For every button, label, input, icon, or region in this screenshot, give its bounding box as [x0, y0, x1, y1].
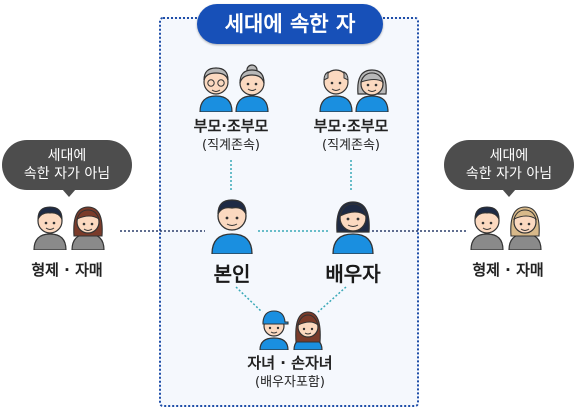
children-label: 자녀 · 손자녀	[247, 354, 333, 372]
badge-right-line2: 속한 자가 아님	[465, 166, 553, 182]
siblings-right-icon	[470, 206, 542, 250]
not-household-badge-right: 세대에 속한 자가 아님	[444, 140, 574, 190]
badge-right-line1: 세대에	[489, 148, 529, 164]
children-sublabel: (배우자포함)	[255, 375, 325, 390]
siblings-left-icon	[33, 206, 105, 250]
grandparents-right-icon	[319, 69, 389, 112]
parents-right-label: 부모·조부모	[313, 117, 389, 135]
spouse-person-icon	[332, 201, 374, 254]
badge-left-tail	[62, 189, 76, 197]
badge-left-line2: 속한 자가 아님	[23, 166, 111, 182]
badge-left-line1: 세대에	[47, 148, 87, 164]
spouse-label: 배우자	[325, 262, 381, 286]
badge-right-tail	[502, 189, 516, 197]
self-label: 본인	[213, 262, 251, 286]
not-household-badge-left: 세대에 속한 자가 아님	[2, 140, 132, 190]
parents-left-label: 부모·조부모	[193, 117, 269, 135]
grandparents-left-icon	[199, 64, 269, 112]
self-person-icon	[211, 199, 253, 254]
parents-left-sublabel: (직계존속)	[202, 138, 260, 153]
parents-right-sublabel: (직계존속)	[322, 138, 380, 153]
children-icon	[259, 310, 323, 350]
household-title-badge: 세대에 속한 자	[197, 4, 383, 44]
siblings-left-label: 형제 · 자매	[31, 261, 103, 279]
siblings-right-label: 형제 · 자매	[472, 261, 544, 279]
